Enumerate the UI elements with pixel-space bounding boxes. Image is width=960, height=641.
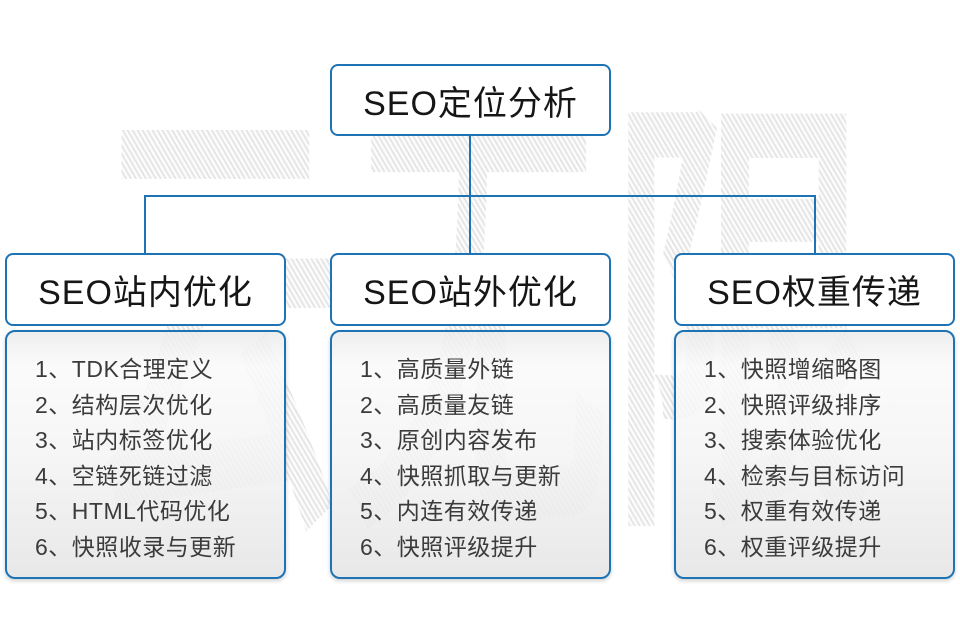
list-item: 2、高质量友链 <box>360 391 515 418</box>
list-item: 2、快照评级排序 <box>704 391 882 418</box>
list-item: 1、TDK合理定义 <box>35 356 214 382</box>
list-item: 6、快照评级提升 <box>360 533 538 560</box>
list-item: 1、高质量外链 <box>360 356 515 382</box>
list-item: 4、检索与目标访问 <box>704 462 906 489</box>
list-item: 5、内连有效传递 <box>360 498 538 524</box>
branch-onsite-title: SEO站内优化 <box>38 274 253 312</box>
branch-onsite-header: SEO站内优化 <box>5 253 286 326</box>
list-item: 4、空链死链过滤 <box>35 462 213 489</box>
list-item: 5、HTML代码优化 <box>35 498 231 524</box>
list-item: 2、结构层次优化 <box>35 391 213 418</box>
list-item: 5、权重有效传递 <box>704 498 882 524</box>
branch-weight-list: 1、快照增缩略图 2、快照评级排序 3、搜索体验优化 4、检索与目标访问 5、权… <box>674 330 955 579</box>
connector-branch3-vertical <box>814 195 816 255</box>
branch-weight-title: SEO权重传递 <box>707 274 922 312</box>
list-item: 1、快照增缩略图 <box>704 356 882 382</box>
connector-branch2-vertical <box>469 195 471 255</box>
root-node: SEO定位分析 <box>330 64 611 136</box>
branch-offsite-title: SEO站外优化 <box>363 274 578 312</box>
root-title: SEO定位分析 <box>363 84 578 123</box>
list-item: 3、站内标签优化 <box>35 427 213 453</box>
list-item: 6、权重评级提升 <box>704 533 882 560</box>
connector-horizontal <box>144 195 816 197</box>
branch-onsite-list: 1、TDK合理定义 2、结构层次优化 3、站内标签优化 4、空链死链过滤 5、H… <box>5 330 286 579</box>
connector-root-vertical <box>469 134 471 196</box>
list-item: 3、原创内容发布 <box>360 427 538 453</box>
list-item: 6、快照收录与更新 <box>35 533 237 560</box>
list-item: 3、搜索体验优化 <box>704 427 882 453</box>
connector-branch1-vertical <box>144 195 146 255</box>
branch-offsite-list: 1、高质量外链 2、高质量友链 3、原创内容发布 4、快照抓取与更新 5、内连有… <box>330 330 611 579</box>
branch-weight-header: SEO权重传递 <box>674 253 955 326</box>
list-item: 4、快照抓取与更新 <box>360 462 562 489</box>
branch-offsite-header: SEO站外优化 <box>330 253 611 326</box>
